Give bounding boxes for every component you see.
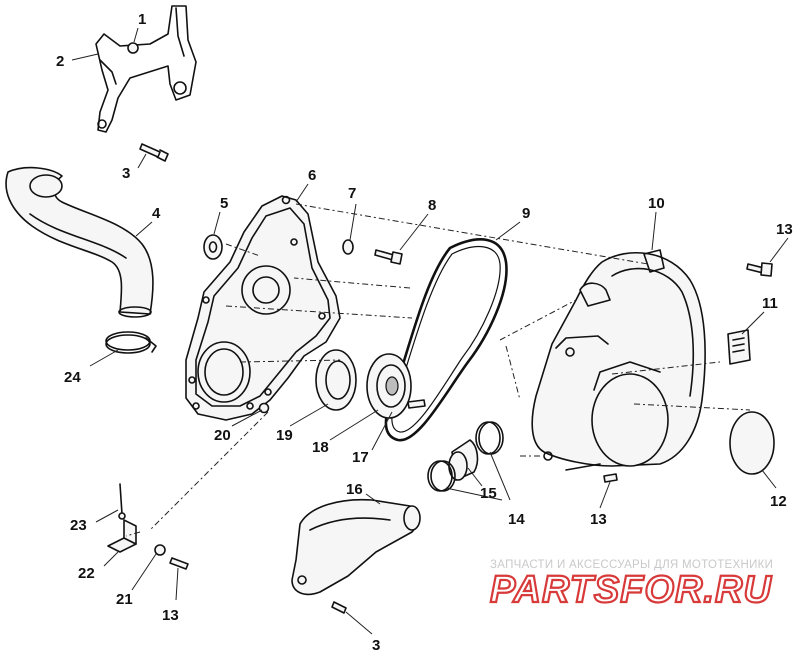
pulley-bolt [407,399,426,409]
callout-19: 19 [276,427,293,444]
callout-labels: 1 2 3 4 5 6 7 8 9 10 13 11 12 13 14 15 1… [56,11,793,651]
callout-16: 16 [346,481,363,498]
drive-belt [384,238,508,442]
leader-lines [71,27,789,635]
alignment-lines [125,203,751,537]
callout-6: 6 [308,167,316,184]
bracket-bolt [139,143,169,162]
nut [127,42,139,54]
callout-4: 4 [152,205,161,222]
watermark: ЗАПЧАСТИ И АКСЕССУАРЫ ДЛЯ МОТОТЕХНИКИ PA… [489,559,773,612]
callout-10: 10 [648,195,665,212]
washer-7 [342,239,354,255]
callout-13-left: 13 [162,607,179,624]
washer-21 [154,544,166,556]
mounting-bracket [95,5,197,133]
sleeve [448,439,479,481]
duct-clamp-upper [475,421,504,455]
callout-8: 8 [428,197,436,214]
callout-14: 14 [508,511,525,528]
callout-22: 22 [78,565,95,582]
callout-13-top-right: 13 [776,221,793,238]
callout-7: 7 [348,185,356,202]
hose-clamp [105,331,157,354]
oil-seal [315,349,357,411]
inspection-gasket [729,411,775,475]
screw-13-bottom [603,473,618,483]
clip-bracket [107,519,137,553]
washer-5 [203,234,223,260]
pin-23 [118,483,126,520]
watermark-tagline: ЗАПЧАСТИ И АКСЕССУАРЫ ДЛЯ МОТОТЕХНИКИ [490,559,773,571]
callout-3-bottom: 3 [372,637,380,651]
screw-8 [374,249,403,265]
intake-duct [5,166,154,318]
bolt-13-left [169,557,189,570]
callout-15: 15 [480,485,497,502]
callout-23: 23 [70,517,87,534]
exhaust-duct [291,498,421,596]
callout-12: 12 [770,493,787,510]
callout-1: 1 [138,11,146,28]
outer-cover-housing [531,249,706,471]
callout-9: 9 [522,205,530,222]
callout-20: 20 [214,427,231,444]
screw-13-top-right [746,262,773,277]
watermark-brand: PARTSFOR.RU [490,569,772,611]
callout-2: 2 [56,53,64,70]
callout-18: 18 [312,439,329,456]
callout-13-bottom: 13 [590,511,607,528]
callout-3-top: 3 [122,165,130,182]
callout-5: 5 [220,195,228,212]
duct-bolt [331,601,347,614]
callout-21: 21 [116,591,133,608]
duct-clamp-lower [427,460,456,492]
callout-17: 17 [352,449,369,466]
decal [727,329,751,365]
callout-11: 11 [762,295,778,312]
drive-pulley [366,353,412,419]
callout-24: 24 [64,369,81,386]
